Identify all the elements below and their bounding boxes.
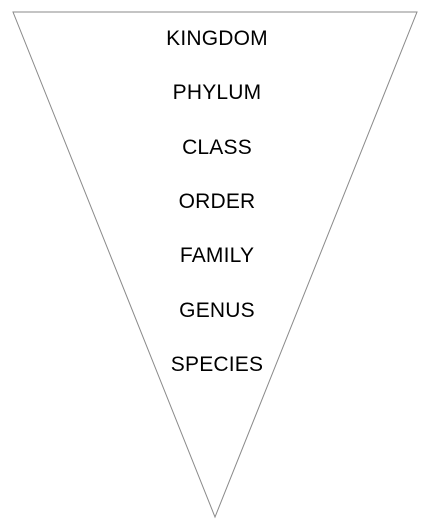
level-class: CLASS (182, 136, 252, 159)
level-genus: GENUS (179, 299, 255, 322)
level-species: SPECIES (170, 353, 264, 376)
level-family: FAMILY (179, 244, 255, 267)
inverted-triangle-outline (12, 11, 418, 519)
level-kingdom: KINGDOM (166, 27, 268, 50)
level-order: ORDER (178, 190, 256, 213)
level-phylum: PHYLUM (172, 81, 262, 104)
